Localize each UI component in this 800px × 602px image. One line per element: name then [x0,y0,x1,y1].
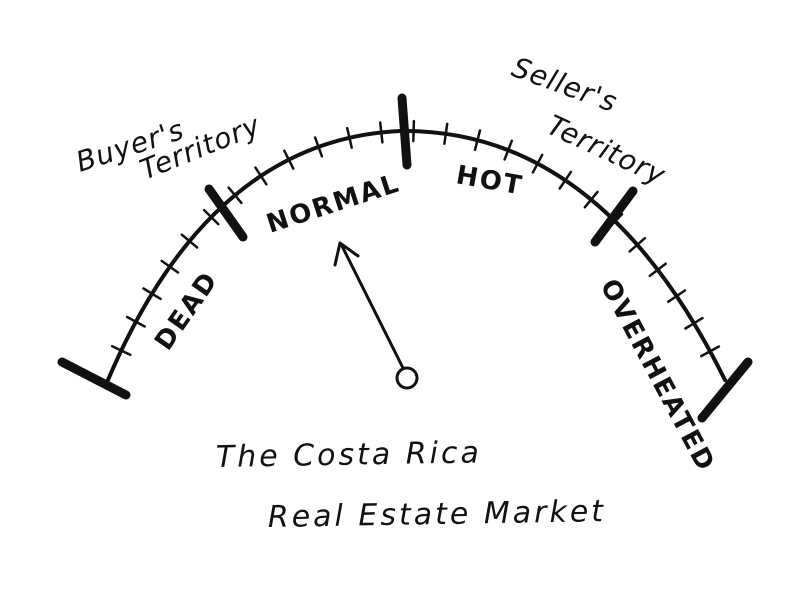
gauge-tick [254,166,268,186]
zone-label-normal: NORMAL [263,168,404,239]
gauge-tick [558,170,573,190]
divider-start [57,357,131,400]
gauge-tick [110,344,132,357]
gauge-tick [628,236,647,253]
gauge-tick [227,186,243,205]
gauge-ticks [110,119,721,358]
gauge-tick [443,122,449,145]
gauge-tick [473,129,482,152]
gauge-tick [180,233,199,249]
gauge-tick [142,287,162,301]
sellers-territory-line1: Seller's [508,51,622,119]
zone-label-overheated: OVERHEATED [594,274,721,477]
gauge-tick [313,136,324,158]
gauge-tick [531,153,544,174]
caption-line1: The Costa Rica [216,435,483,475]
gauge-tick [378,121,384,144]
divider-normal-hot [397,93,412,170]
gauge-tick [583,190,599,209]
gauge-tick [667,289,687,303]
gauge-tick [345,126,353,149]
gauge-tick [125,315,146,328]
gauge-tick [283,149,295,170]
gauge-tick [503,139,514,161]
divider-dead-normal [204,184,248,242]
gauge-tick [648,262,667,278]
gauge-needle-arrowhead [333,241,360,267]
zone-label-hot: HOT [454,160,526,201]
gauge-needle-hub [395,366,419,390]
divider-hot-overheated [590,186,638,247]
gauge-tick [412,119,416,143]
gauge-tick [160,259,180,274]
gauge-tick [202,208,220,226]
caption-line2: Real Estate Market [268,494,607,535]
gauge-tick [684,316,704,330]
gauge-needle [340,244,405,370]
gauge-tick [700,345,721,358]
divider-end [697,357,753,423]
